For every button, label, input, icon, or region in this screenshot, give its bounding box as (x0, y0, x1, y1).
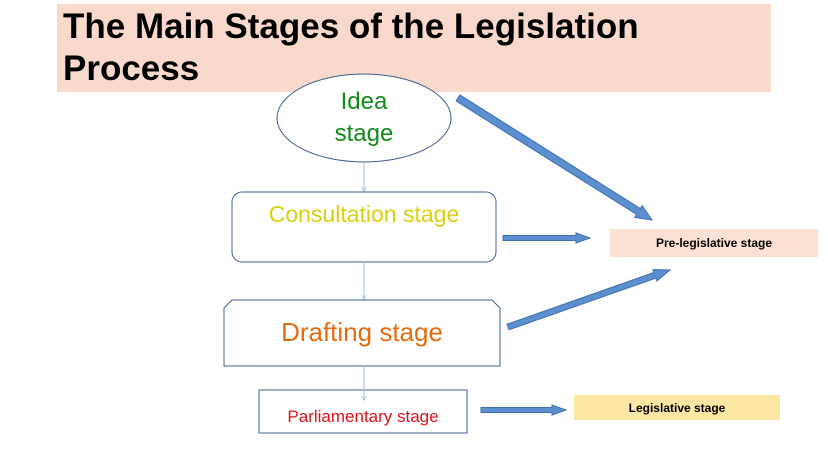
parliamentary-stage-label: Parliamentary stage (287, 407, 439, 426)
arrow-parliamentary-to-legislative (480, 404, 568, 416)
pre-legislative-stage-tag: Pre-legislative stage (610, 229, 818, 257)
drafting-stage-box (223, 299, 501, 367)
idea-stage-label: Idea stage (334, 88, 394, 147)
arrow-consultation-to-pre-legislative (502, 232, 592, 244)
title-banner (57, 4, 771, 92)
arrow-drafting-to-pre-legislative (506, 269, 672, 331)
consultation-stage-label: Consultation stage (268, 200, 460, 227)
drafting-stage-label: Drafting stage (281, 316, 443, 347)
arrow-idea-to-pre-legislative (455, 94, 654, 221)
legislative-stage-tag: Legislative stage (574, 395, 780, 420)
page-title: The Main Stages of the Legislation Proce… (63, 7, 639, 88)
